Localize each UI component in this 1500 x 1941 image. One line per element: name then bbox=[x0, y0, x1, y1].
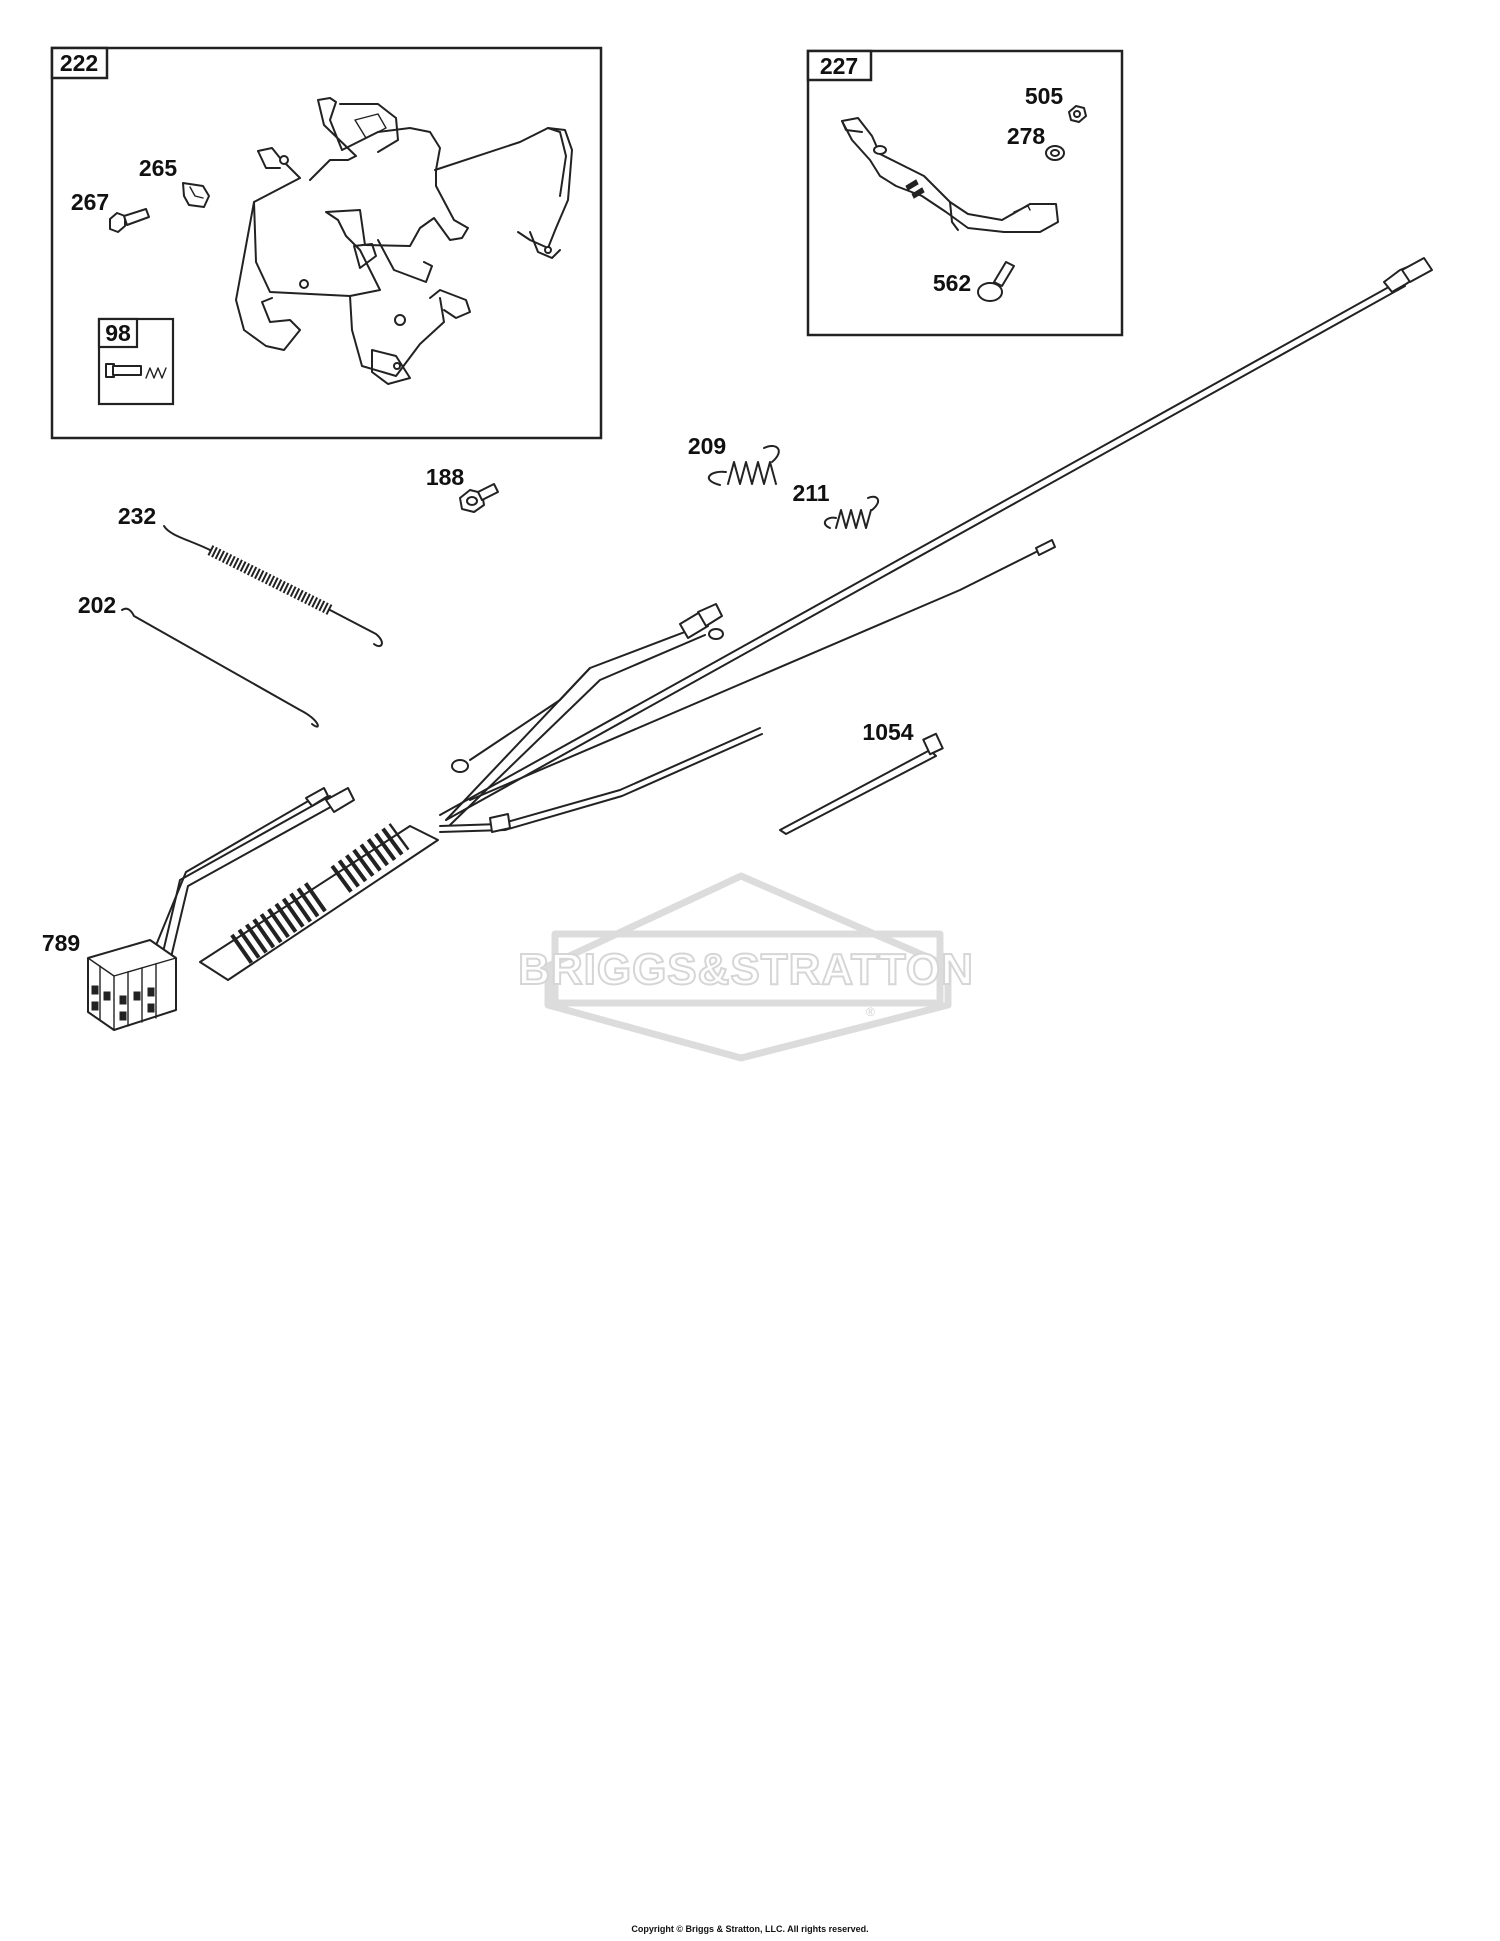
washer-278-drawing bbox=[1045, 145, 1065, 161]
brand-watermark: BRIGGS&STRATTON ® bbox=[517, 872, 974, 1062]
harness-connector-plug bbox=[87, 939, 177, 1031]
callout-202: 202 bbox=[78, 592, 116, 618]
callout-505: 505 bbox=[1025, 83, 1064, 109]
callout-562: 562 bbox=[933, 270, 971, 296]
watermark-registered-mark: ® bbox=[866, 1005, 875, 1019]
kit-98-box: 98 bbox=[97, 317, 175, 406]
callout-265: 265 bbox=[139, 155, 178, 181]
clip-265-drawing bbox=[182, 182, 210, 208]
rod-202-drawing bbox=[121, 607, 319, 728]
control-bracket-drawing bbox=[235, 97, 573, 385]
callout-232: 232 bbox=[118, 503, 156, 529]
kit-227-box: 227 505 278 562 bbox=[806, 49, 1124, 337]
callout-1054: 1054 bbox=[862, 719, 913, 745]
wire-harness-789-drawing bbox=[87, 257, 1433, 1031]
spring-211-drawing bbox=[823, 495, 880, 529]
callout-267: 267 bbox=[71, 189, 109, 215]
callout-227: 227 bbox=[820, 53, 858, 79]
callout-188: 188 bbox=[426, 464, 465, 490]
governor-lever-drawing bbox=[841, 117, 1059, 233]
callout-278: 278 bbox=[1007, 123, 1046, 149]
kit-222-box: 222 98 267 265 bbox=[50, 46, 603, 440]
callout-211: 211 bbox=[792, 480, 829, 506]
bolt-267-drawing bbox=[109, 208, 150, 233]
pin-562-drawing bbox=[977, 261, 1015, 302]
harness-ridges bbox=[230, 823, 410, 964]
callout-98: 98 bbox=[105, 320, 131, 346]
bolt-spring-drawing bbox=[105, 363, 167, 379]
callout-789: 789 bbox=[42, 930, 80, 956]
nut-505-drawing bbox=[1068, 105, 1087, 123]
cable-tie-1054-drawing bbox=[779, 732, 944, 835]
callout-222: 222 bbox=[60, 50, 98, 76]
callout-209: 209 bbox=[688, 433, 726, 459]
watermark-text: BRIGGS&STRATTON bbox=[518, 945, 974, 994]
bolt-188-drawing bbox=[459, 483, 499, 513]
copyright-footer: Copyright © Briggs & Stratton, LLC. All … bbox=[631, 1924, 869, 1934]
spring-232-drawing bbox=[163, 525, 383, 648]
spring-209-drawing bbox=[707, 444, 780, 486]
